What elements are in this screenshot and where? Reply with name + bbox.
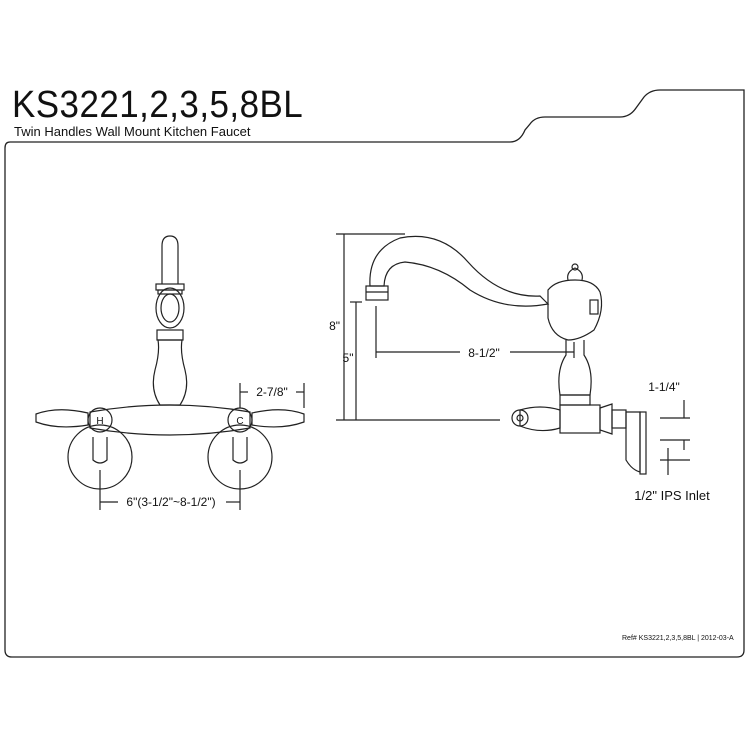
hot-handle (87, 407, 113, 433)
aerator (365, 285, 389, 301)
hot-handle-label: H (96, 416, 103, 427)
faucet-body (89, 404, 251, 436)
dim-inlet-offset: 1-1/4" (648, 380, 680, 394)
front-spout (161, 235, 179, 284)
model-title: KS3221,2,3,5,8BL (12, 84, 304, 126)
side-view (336, 233, 690, 475)
side-connector (559, 404, 601, 434)
dim-spout-height: 5" (343, 351, 354, 365)
right-lever (251, 409, 305, 428)
dim-total-height: 8" (329, 319, 340, 333)
dim-handle-width: 2-7/8" (256, 385, 288, 399)
left-lever (35, 409, 89, 428)
product-subtitle: Twin Handles Wall Mount Kitchen Faucet (14, 124, 251, 139)
side-body (547, 279, 603, 341)
side-spout (369, 235, 550, 307)
dim-centers: 6"(3-1/2"~8-1/2") (126, 495, 215, 509)
reference-note: Ref# KS3221,2,3,5,8BL | 2012-03-A (622, 635, 734, 642)
side-lever (519, 406, 561, 432)
dim-reach: 8-1/2" (468, 346, 500, 360)
wall-bracket (625, 411, 641, 473)
sheet-frame (4, 89, 745, 658)
column-ornament (155, 287, 185, 329)
cold-handle-label: C (236, 416, 243, 427)
front-view (35, 235, 305, 510)
center-column (152, 339, 188, 406)
dim-inlet-label: 1/2" IPS Inlet (634, 488, 710, 503)
